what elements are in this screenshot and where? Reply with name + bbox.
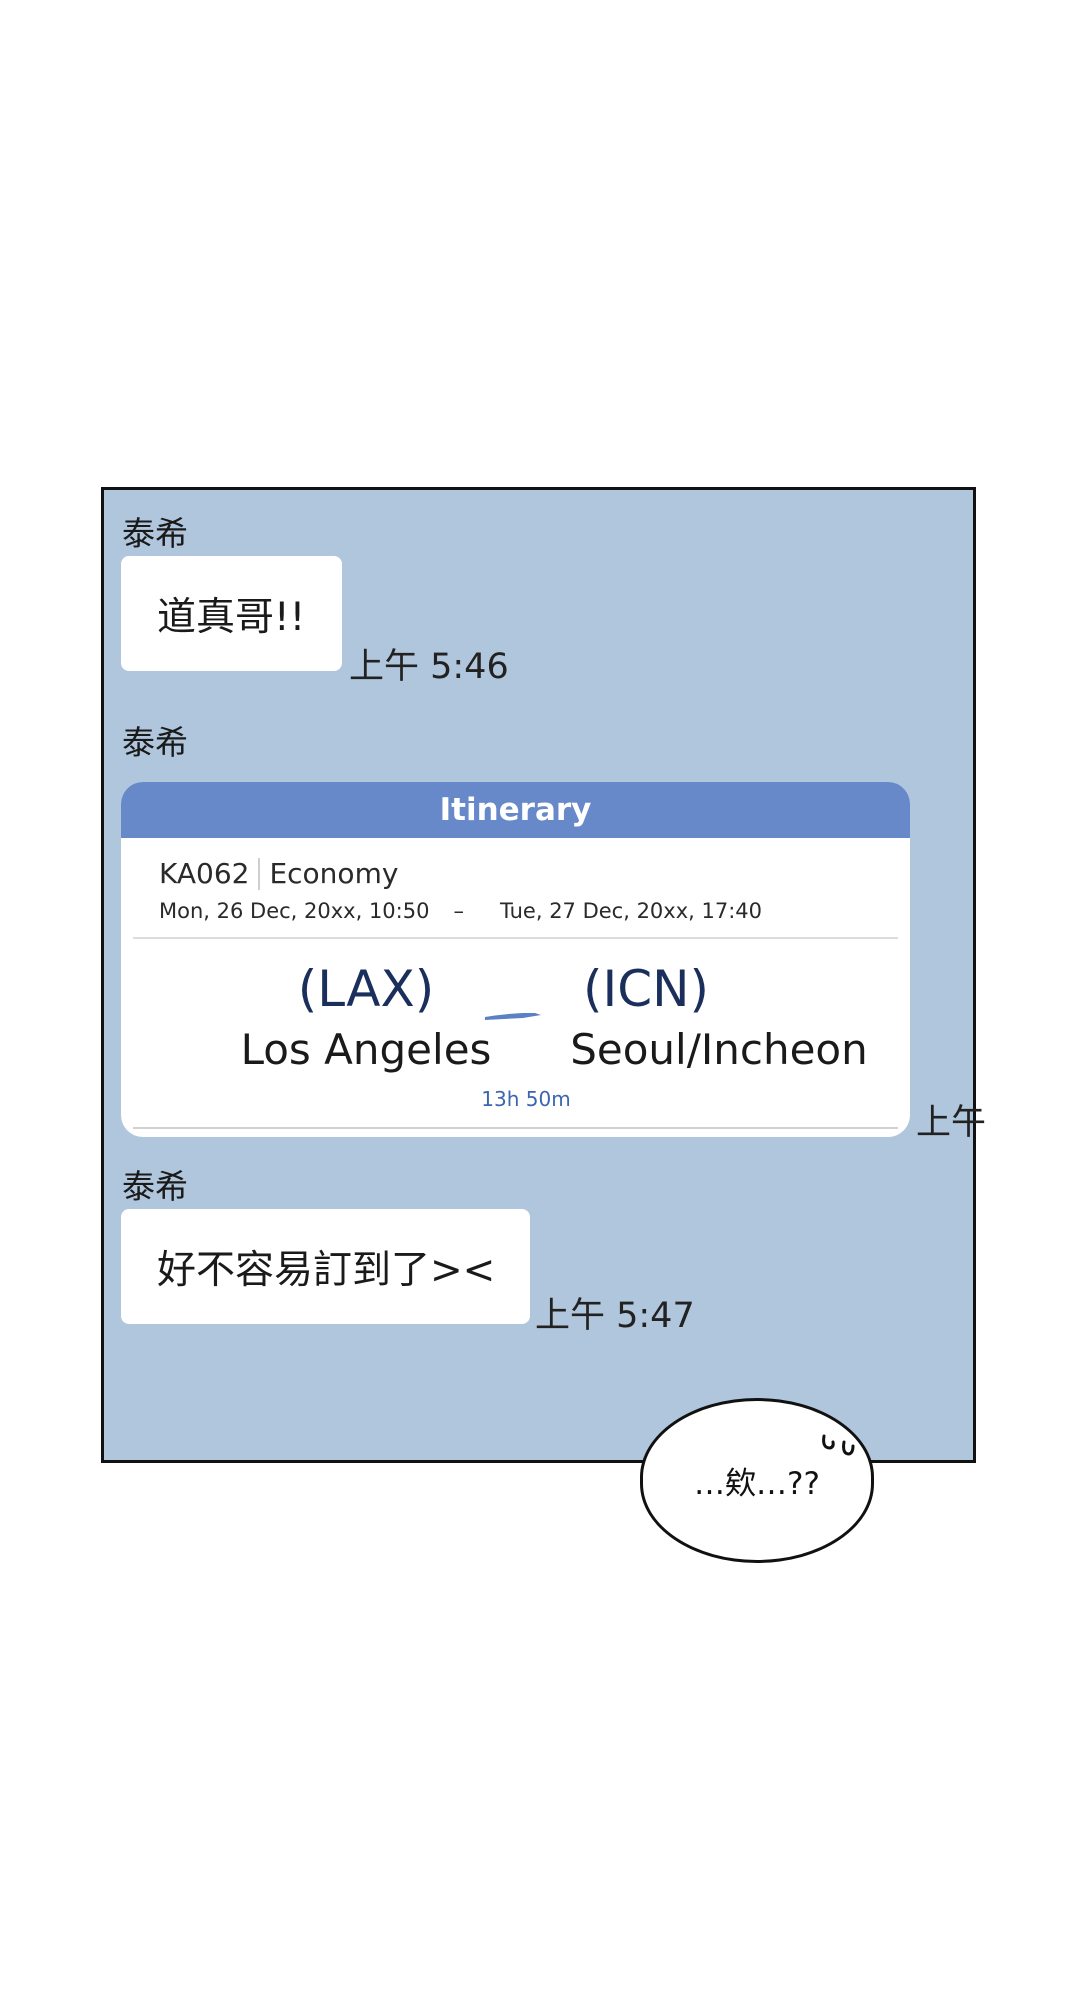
sweat-marks-icon bbox=[822, 1434, 855, 1456]
message-timestamp: 上午 5:47 bbox=[535, 1296, 695, 1336]
cabin-class: Economy bbox=[269, 857, 399, 890]
message-bubble[interactable]: 道真哥!! bbox=[121, 556, 342, 671]
speech-bubble: …欸…?? bbox=[640, 1398, 874, 1563]
itinerary-card[interactable]: Itinerary KA062 Economy Mon, 26 Dec, 20x… bbox=[121, 782, 910, 1137]
flight-number: KA062 bbox=[159, 857, 250, 890]
speech-text: …欸…?? bbox=[694, 1466, 820, 1502]
divider bbox=[258, 857, 261, 890]
message-bubble[interactable]: 好不容易訂到了>< bbox=[121, 1209, 530, 1324]
message-timestamp: 上午 bbox=[916, 1103, 987, 1143]
date-dash: – bbox=[453, 899, 464, 923]
itinerary-header: Itinerary bbox=[121, 782, 910, 838]
depart-datetime: Mon, 26 Dec, 20xx, 10:50 bbox=[159, 899, 430, 923]
origin-code: (LAX) bbox=[297, 960, 435, 1018]
sender-name: 泰希 bbox=[122, 514, 188, 553]
flight-arrow-icon bbox=[485, 1013, 541, 1020]
divider bbox=[133, 937, 898, 939]
chat-panel: 泰希 道真哥!! 上午 5:46 泰希 Itinerary KA062 Econ… bbox=[101, 487, 986, 1463]
sender-name: 泰希 bbox=[122, 1167, 188, 1206]
message-timestamp: 上午 5:46 bbox=[349, 647, 509, 687]
destination-code: (ICN) bbox=[582, 960, 710, 1018]
message-text: 好不容易訂到了>< bbox=[157, 1247, 496, 1293]
origin-city: Los Angeles bbox=[240, 1025, 492, 1074]
flight-dates: Mon, 26 Dec, 20xx, 10:50 – Tue, 27 Dec, … bbox=[159, 899, 762, 923]
message-text: 道真哥!! bbox=[157, 594, 306, 640]
flight-info: KA062 Economy bbox=[159, 857, 398, 890]
divider bbox=[133, 1127, 898, 1129]
sender-name: 泰希 bbox=[122, 723, 188, 762]
destination-city: Seoul/Incheon bbox=[570, 1025, 868, 1074]
arrive-datetime: Tue, 27 Dec, 20xx, 17:40 bbox=[499, 899, 763, 923]
flight-duration: 13h 50m bbox=[481, 1087, 571, 1111]
